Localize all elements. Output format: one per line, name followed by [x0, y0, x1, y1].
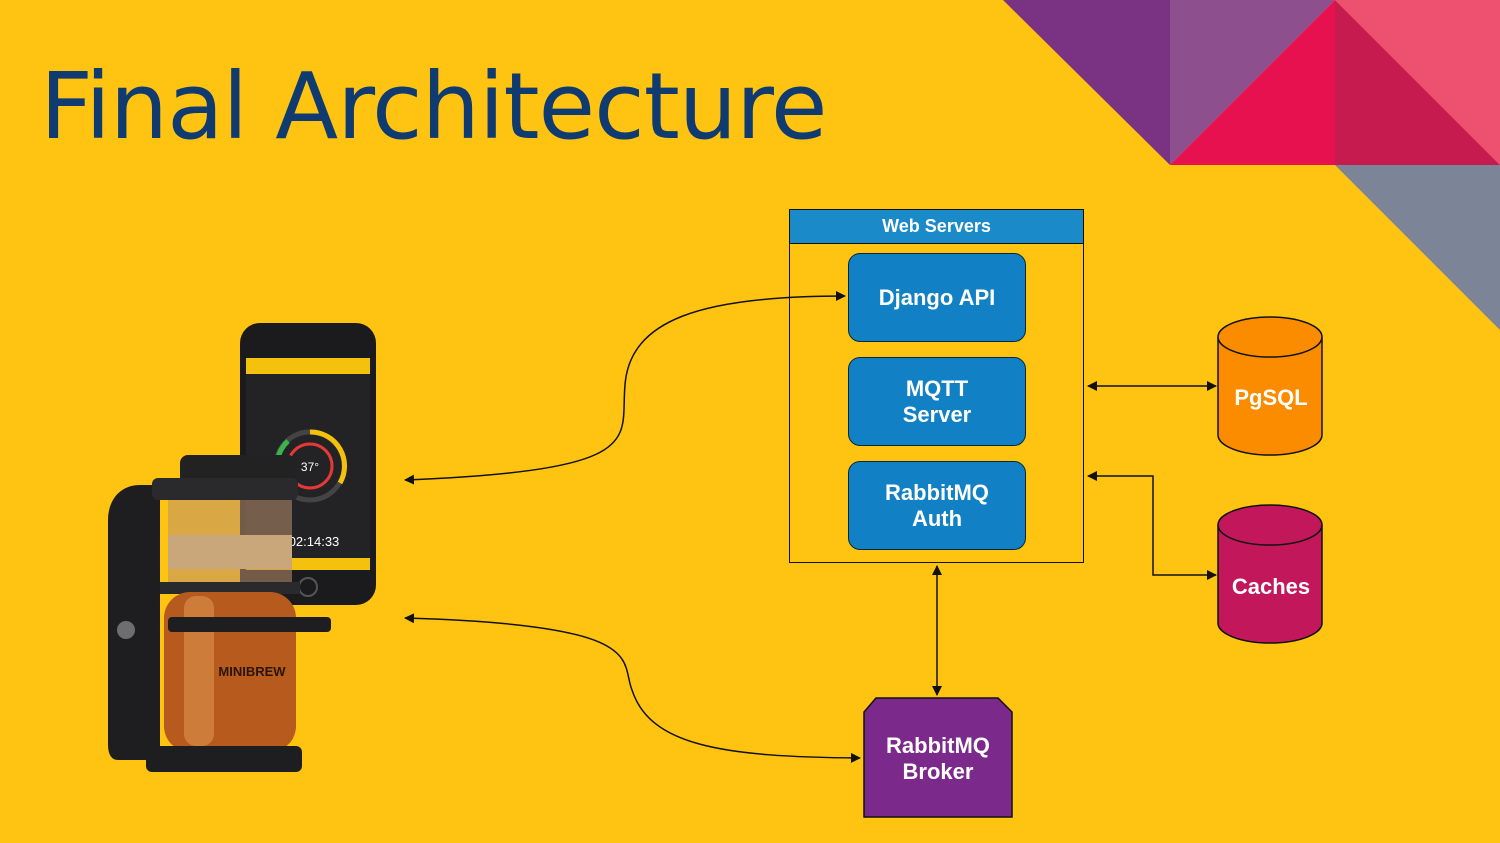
- web-servers-title: Web Servers: [790, 210, 1083, 244]
- corner-triangle-gray: [1335, 165, 1500, 330]
- corner-triangle-crimson: [1335, 0, 1500, 165]
- keg-brand-text: MINIBREW: [218, 664, 286, 679]
- connector-device-django: [404, 291, 846, 485]
- minibrew-device-icon: 37° 02:14:33 MINIBREW: [108, 323, 376, 772]
- connector-device-broker: [404, 613, 861, 763]
- mqtt-server-node: MQTT Server: [848, 357, 1026, 446]
- django-api-node: Django API: [848, 253, 1026, 342]
- web-servers-frame: Web Servers: [789, 209, 1084, 563]
- connector-webservers-caches: [1087, 471, 1217, 580]
- pgsql-cylinder-icon: [1217, 316, 1323, 456]
- phone-timer-readout: 02:14:33: [289, 534, 340, 549]
- caches-label: Caches: [1231, 574, 1311, 599]
- rabbitmq-broker-shape-icon: [863, 697, 1013, 818]
- rabbitmq-broker-label: RabbitMQ Broker: [886, 733, 990, 784]
- rabbitmq-auth-node: RabbitMQ Auth: [848, 461, 1026, 550]
- pgsql-label: PgSQL: [1234, 385, 1308, 410]
- slide-title: Final Architecture: [40, 53, 828, 160]
- brew-keg-icon: [108, 455, 331, 772]
- caches-cylinder-icon: [1217, 504, 1323, 644]
- phone-temperature-readout: 37°: [301, 460, 319, 474]
- corner-triangle-red: [1170, 0, 1335, 165]
- corner-triangle-purple: [1003, 0, 1170, 165]
